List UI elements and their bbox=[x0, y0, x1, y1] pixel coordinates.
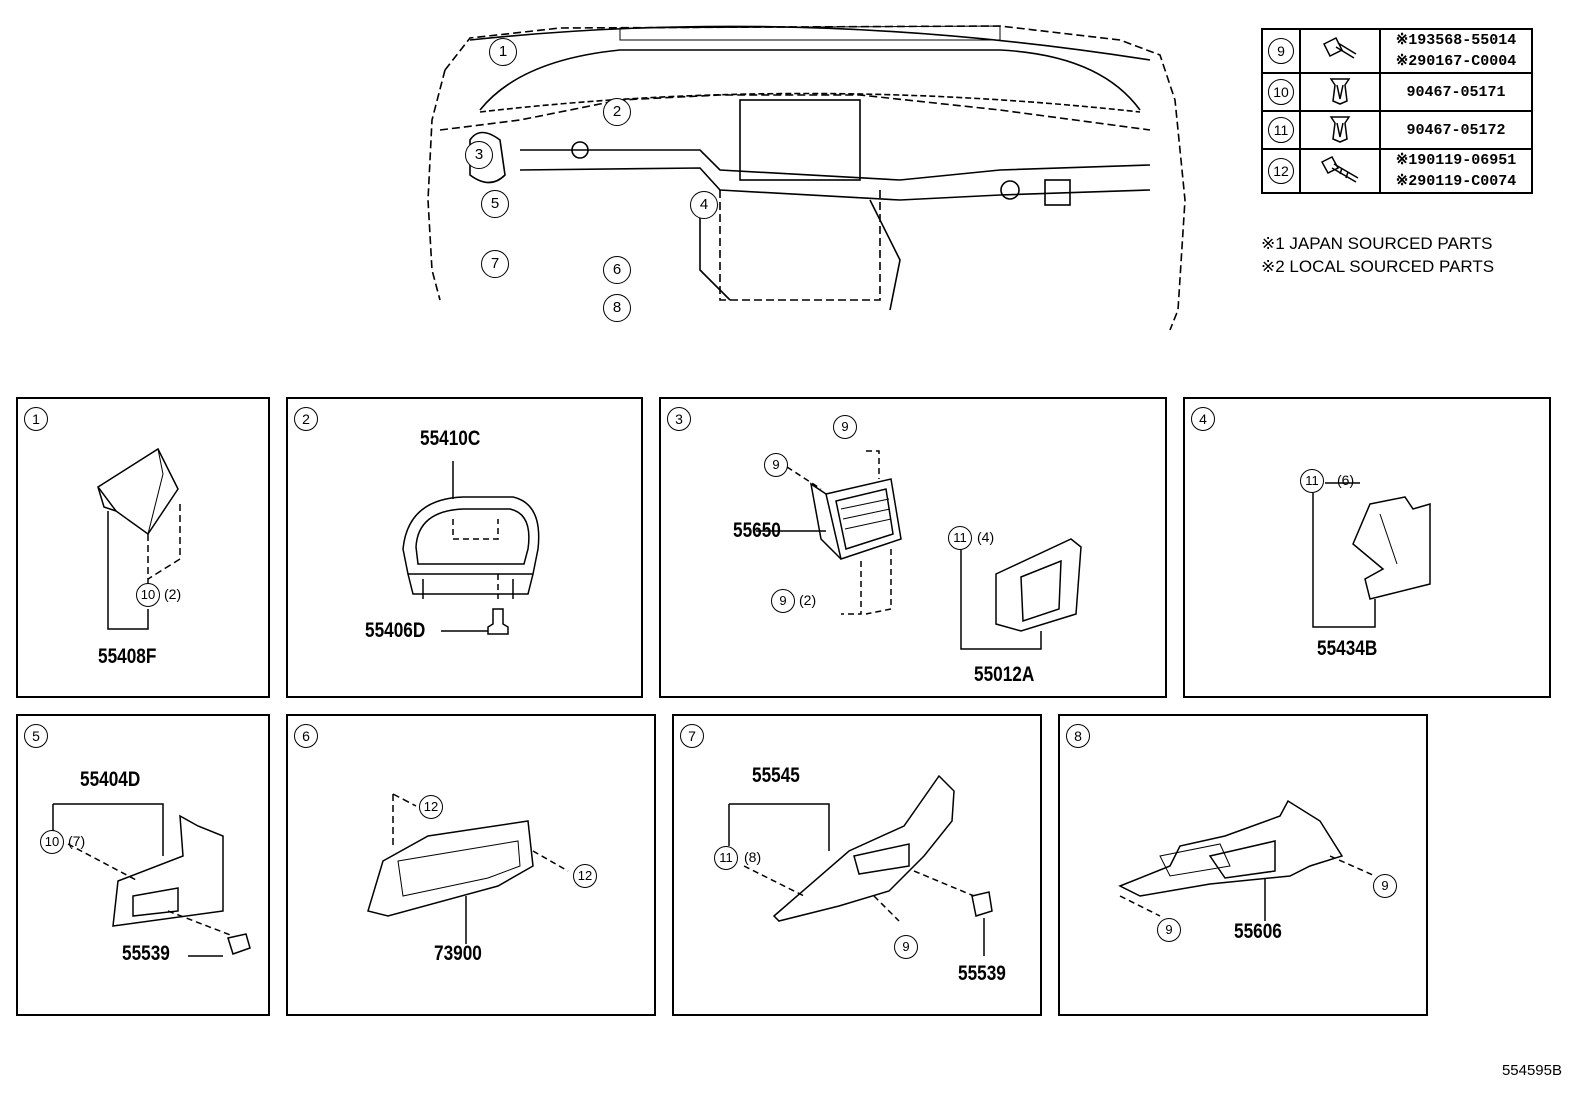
fastener-quantity: (7) bbox=[68, 833, 86, 849]
fastener-callout[interactable]: 9 bbox=[833, 415, 857, 439]
panel-number: 6 bbox=[294, 724, 318, 748]
fastener-callout[interactable]: 11 bbox=[948, 526, 972, 550]
part-number: ※190119-06951 bbox=[1395, 152, 1517, 169]
part-number: 90467-05171 bbox=[1406, 83, 1506, 101]
fastener-callout[interactable]: 9 bbox=[1157, 918, 1181, 942]
overview-callout-8[interactable]: 8 bbox=[603, 294, 631, 322]
overview-callout-4[interactable]: 4 bbox=[690, 191, 718, 219]
detail-panel-4: 4 11 (6) 55434B bbox=[1183, 397, 1551, 698]
clip-icon bbox=[1329, 115, 1351, 143]
diagram-reference-number: 554595B bbox=[1501, 1062, 1562, 1079]
overview-callout-1[interactable]: 1 bbox=[489, 38, 517, 66]
detail-panel-8: 8 9 9 55606 bbox=[1058, 714, 1428, 1016]
fastener-row-10: 10 90467-05171 bbox=[1261, 72, 1533, 112]
part-number-label[interactable]: 73900 bbox=[434, 942, 482, 965]
source-note-local: ※2 LOCAL SOURCED PARTS bbox=[1261, 257, 1495, 276]
panel-number: 8 bbox=[1066, 724, 1090, 748]
fastener-callout[interactable]: 11 bbox=[1300, 469, 1324, 493]
part-number: ※290167-C0004 bbox=[1395, 53, 1517, 70]
part-number-label[interactable]: 55408F bbox=[98, 645, 157, 668]
panel-number: 1 bbox=[24, 407, 48, 431]
fastener-key[interactable]: 11 bbox=[1268, 117, 1294, 143]
part-number: ※193568-55014 bbox=[1395, 32, 1517, 49]
detail-panel-5: 5 10 (7) 55404D 55539 bbox=[16, 714, 270, 1016]
fastener-key[interactable]: 9 bbox=[1268, 38, 1294, 64]
part-illustration bbox=[756, 450, 1082, 650]
detail-panel-2: 2 55410C 55406D bbox=[286, 397, 643, 698]
panel-number: 4 bbox=[1191, 407, 1215, 431]
part-illustration bbox=[52, 803, 251, 957]
panel-number: 7 bbox=[680, 724, 704, 748]
part-number-label[interactable]: 55406D bbox=[365, 619, 426, 642]
fastener-callout[interactable]: 9 bbox=[894, 935, 918, 959]
part-illustration bbox=[1312, 482, 1431, 628]
fastener-row-12: 12 ※190119-06951 ※290119-C0074 bbox=[1261, 148, 1533, 194]
screw-icon bbox=[1320, 155, 1359, 183]
fastener-callout[interactable]: 12 bbox=[419, 795, 443, 819]
fastener-row-11: 11 90467-05172 bbox=[1261, 110, 1533, 150]
part-number-label[interactable]: 55410C bbox=[420, 427, 481, 450]
fastener-callout[interactable]: 9 bbox=[764, 453, 788, 477]
panel-number: 3 bbox=[667, 407, 691, 431]
source-note-japan: ※1 JAPAN SOURCED PARTS bbox=[1261, 234, 1493, 253]
fastener-quantity: (4) bbox=[977, 529, 995, 545]
part-illustration bbox=[402, 461, 540, 635]
part-number-label[interactable]: 55012A bbox=[974, 663, 1035, 686]
part-number-label[interactable]: 55434B bbox=[1317, 637, 1378, 660]
part-number-label[interactable]: 55650 bbox=[733, 519, 781, 542]
dashboard-overview-illustration bbox=[427, 25, 1186, 331]
overview-callout-7[interactable]: 7 bbox=[481, 250, 509, 278]
part-number: ※290119-C0074 bbox=[1395, 173, 1517, 190]
panel-number: 2 bbox=[294, 407, 318, 431]
fastener-table: 9 ※193568-55014 ※290167-C0004 10 90467-05… bbox=[1261, 28, 1533, 194]
part-illustration bbox=[96, 447, 181, 630]
fastener-quantity: (6) bbox=[1337, 472, 1355, 488]
part-illustration bbox=[367, 793, 569, 944]
detail-panel-3: 3 9 9 9 (2) 11 (4) 55650 55012A bbox=[659, 397, 1167, 698]
fastener-callout[interactable]: 10 bbox=[136, 583, 160, 607]
part-number-label[interactable]: 55539 bbox=[958, 962, 1006, 985]
overview-callout-2[interactable]: 2 bbox=[603, 98, 631, 126]
overview-callout-5[interactable]: 5 bbox=[481, 190, 509, 218]
detail-panel-7: 7 11 (8) 9 55545 55539 bbox=[672, 714, 1042, 1016]
fastener-quantity: (8) bbox=[744, 849, 762, 865]
part-number-label[interactable]: 55404D bbox=[80, 768, 141, 791]
fastener-callout[interactable]: 9 bbox=[1373, 874, 1397, 898]
overview-callout-6[interactable]: 6 bbox=[603, 256, 631, 284]
fastener-callout[interactable]: 10 bbox=[40, 830, 64, 854]
fastener-row-9: 9 ※193568-55014 ※290167-C0004 bbox=[1261, 28, 1533, 74]
clip-icon bbox=[1329, 77, 1351, 105]
fastener-quantity: (2) bbox=[799, 592, 817, 608]
part-number: 90467-05172 bbox=[1406, 121, 1506, 139]
fastener-key[interactable]: 12 bbox=[1268, 158, 1294, 184]
part-number-label[interactable]: 55545 bbox=[752, 764, 800, 787]
fastener-callout[interactable]: 11 bbox=[714, 846, 738, 870]
bolt-icon bbox=[1322, 36, 1357, 59]
overview-callout-3[interactable]: 3 bbox=[465, 141, 493, 169]
part-illustration bbox=[728, 774, 993, 956]
part-illustration bbox=[1118, 799, 1376, 921]
fastener-callout[interactable]: 9 bbox=[771, 589, 795, 613]
fastener-key[interactable]: 10 bbox=[1268, 79, 1294, 105]
detail-panel-6: 6 12 12 73900 bbox=[286, 714, 656, 1016]
part-number-label[interactable]: 55606 bbox=[1234, 920, 1282, 943]
fastener-quantity: (2) bbox=[164, 586, 182, 602]
detail-panel-1: 1 10 (2) 55408F bbox=[16, 397, 270, 698]
part-number-label[interactable]: 55539 bbox=[122, 942, 170, 965]
panel-number: 5 bbox=[24, 724, 48, 748]
fastener-callout[interactable]: 12 bbox=[573, 864, 597, 888]
